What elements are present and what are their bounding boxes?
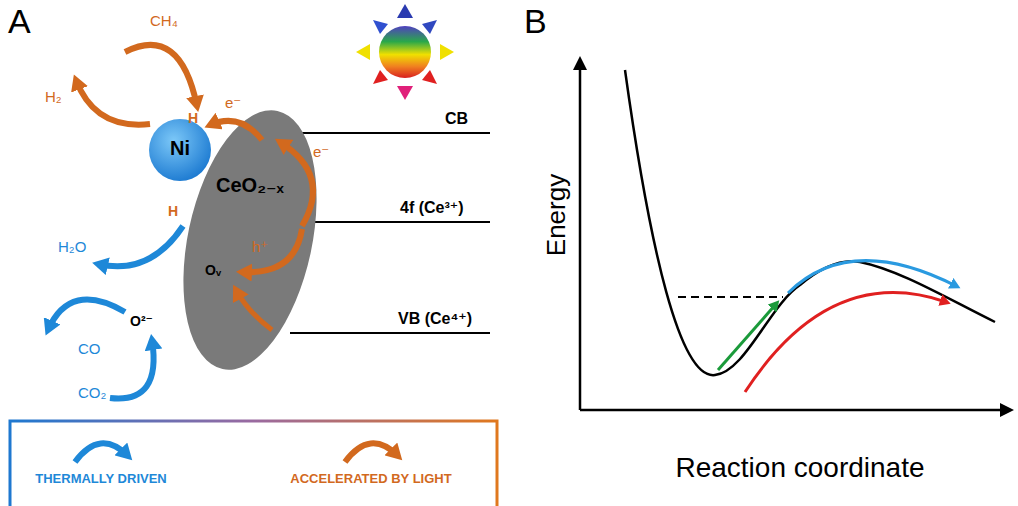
electron-arrow xyxy=(280,142,313,226)
charge-label: e⁻ xyxy=(313,143,329,160)
reaction-arrow xyxy=(110,340,154,399)
hole-arrow xyxy=(242,229,302,272)
legend-frame xyxy=(10,421,497,506)
band-line xyxy=(300,221,490,223)
legend-sample xyxy=(345,443,398,462)
axis-title: Reaction coordinate xyxy=(675,452,924,484)
light-path xyxy=(745,293,946,392)
legend-text: THERMALLY DRIVEN xyxy=(35,472,166,487)
sun-icon xyxy=(356,4,454,100)
node-label: Ni xyxy=(170,137,190,182)
band-line xyxy=(290,132,490,134)
reaction-arrow xyxy=(125,45,197,106)
panel-letter: A xyxy=(8,2,31,41)
species-label: H₂O xyxy=(58,238,86,255)
dashed-level xyxy=(678,296,783,298)
metal-particle: Ni xyxy=(148,118,212,182)
charge-label: h⁺ xyxy=(252,238,268,255)
band-label: 4f (Ce³⁺) xyxy=(400,199,464,217)
species-label: H xyxy=(188,110,198,126)
band-label: VB (Ce⁴⁺) xyxy=(398,310,472,328)
vacancy-label: Oᵥ xyxy=(205,262,221,278)
species-label: H xyxy=(168,203,178,219)
reaction-arrow xyxy=(76,80,150,125)
legend-sample xyxy=(75,443,128,462)
energy-curve xyxy=(625,70,995,375)
node-label: CeO₂₋ₓ xyxy=(216,173,284,375)
reaction-arrow xyxy=(98,226,183,266)
panel-letter: B xyxy=(524,2,547,41)
species-label: CO₂ xyxy=(78,384,106,401)
band-label: CB xyxy=(445,110,468,128)
hole-arrow xyxy=(236,290,272,330)
charge-label: e⁻ xyxy=(225,94,241,111)
thermal-path xyxy=(788,261,956,293)
species-label: O²⁻ xyxy=(130,313,153,329)
band-line xyxy=(290,332,490,334)
legend-text: ACCELERATED BY LIGHT xyxy=(290,472,451,487)
species-label: H₂ xyxy=(45,88,62,105)
axis-title: Energy xyxy=(542,174,572,256)
reaction-arrow xyxy=(48,300,125,330)
electron-arrow xyxy=(210,121,262,140)
species-label: CH₄ xyxy=(150,12,178,29)
axis xyxy=(580,409,1008,412)
axis xyxy=(579,62,582,410)
species-label: CO xyxy=(78,340,101,357)
